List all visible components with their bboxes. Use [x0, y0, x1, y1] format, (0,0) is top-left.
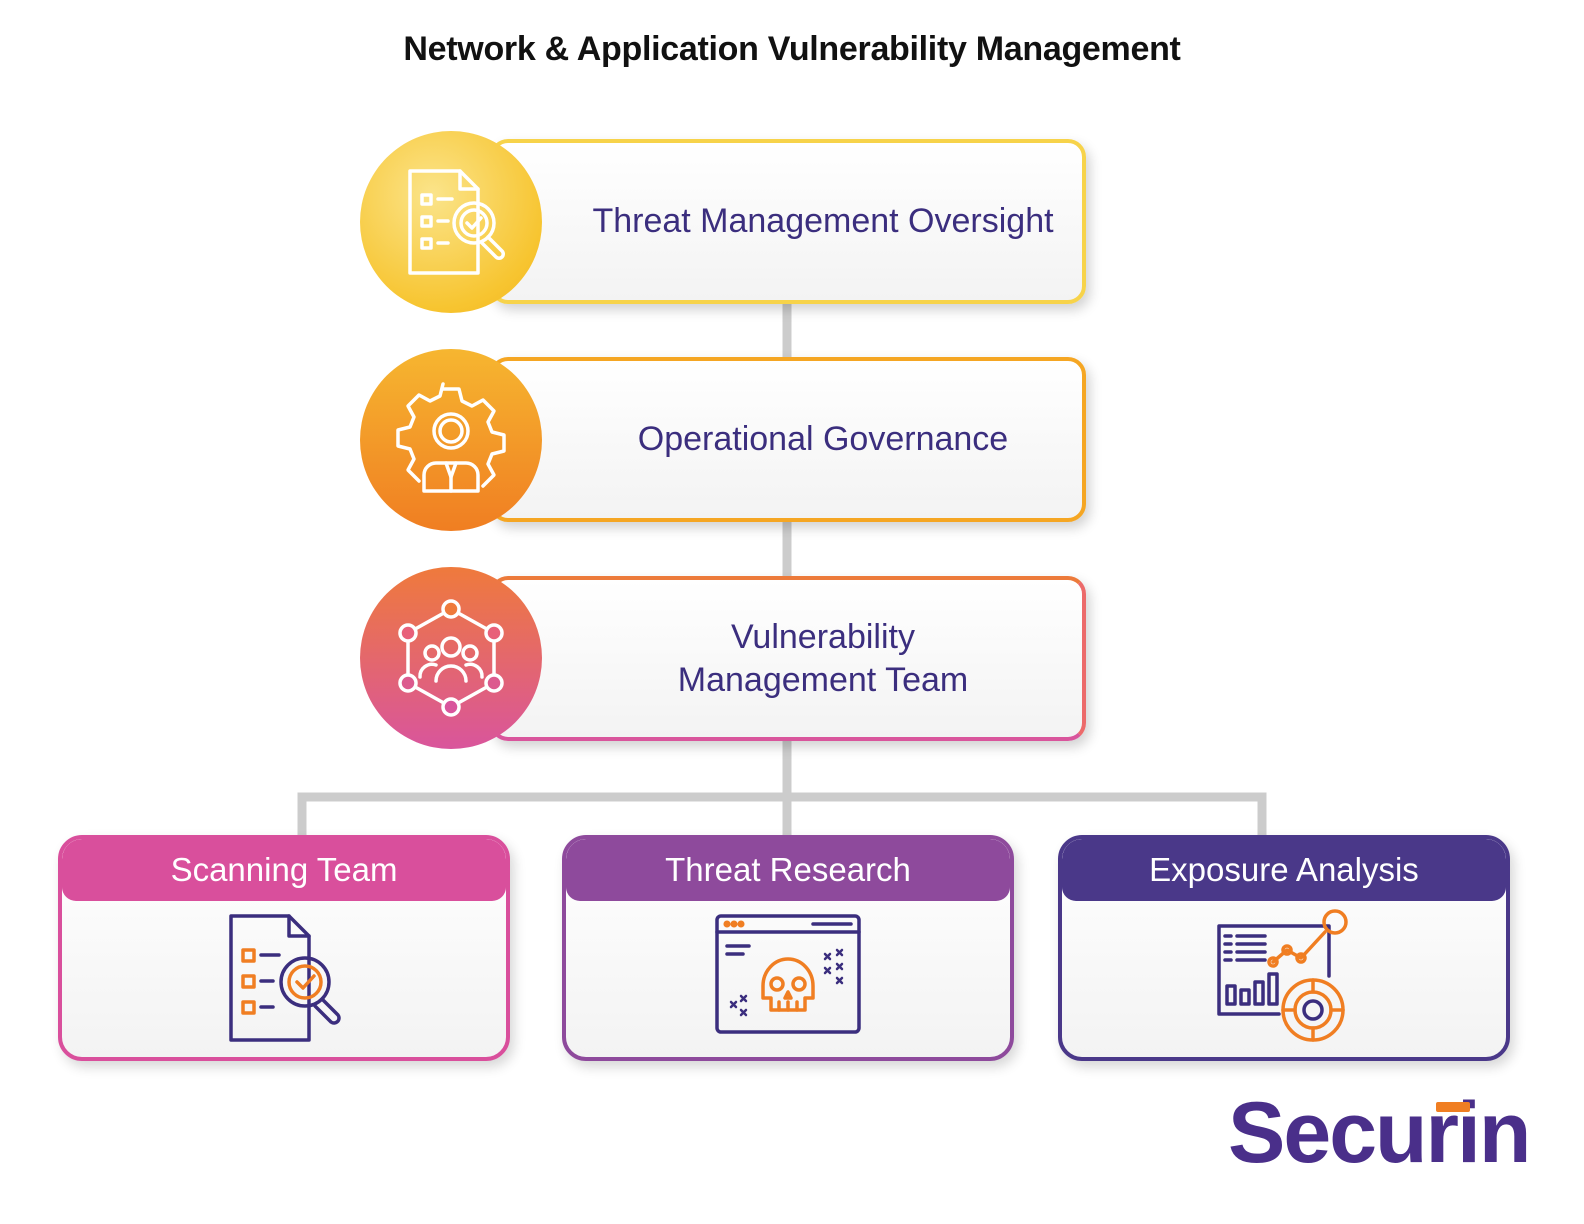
tier-icon-circle [360, 349, 542, 531]
document-search-icon [229, 914, 341, 1042]
logo-accent-mark [1436, 1102, 1470, 1112]
team-card-exposure-analysis: Exposure Analysis [1058, 835, 1510, 1061]
team-card-threat-research: Threat Research [562, 835, 1014, 1061]
tier-operational-governance: Operational Governance [490, 357, 1086, 522]
tier-vulnerability-management-team: Vulnerability Management Team [490, 576, 1086, 741]
team-card-scanning: Scanning Team [58, 835, 510, 1061]
team-card-header: Threat Research [566, 839, 1010, 901]
tier-label: Operational Governance [637, 420, 1009, 458]
tier-label: Threat Management Oversight [592, 202, 1054, 240]
tier-threat-management-oversight: Threat Management Oversight [490, 139, 1086, 304]
tier-icon-circle [360, 131, 542, 313]
securin-logo: Securin [1228, 1088, 1538, 1178]
analytics-dashboard-icon [1217, 909, 1348, 1042]
diagram-title: Network & Application Vulnerability Mana… [403, 30, 1181, 68]
team-card-header: Scanning Team [62, 839, 506, 901]
document-search-icon [408, 169, 505, 275]
skull-browser-icon [715, 914, 861, 1034]
connector-branch [297, 792, 1267, 835]
tier-label: Vulnerability Management Team [677, 617, 969, 699]
logo-text: Securin [1228, 1085, 1531, 1181]
team-network-icon [398, 599, 504, 717]
tier-icon-circle [360, 567, 542, 749]
gear-person-icon [396, 382, 506, 493]
team-card-header: Exposure Analysis [1062, 839, 1506, 901]
